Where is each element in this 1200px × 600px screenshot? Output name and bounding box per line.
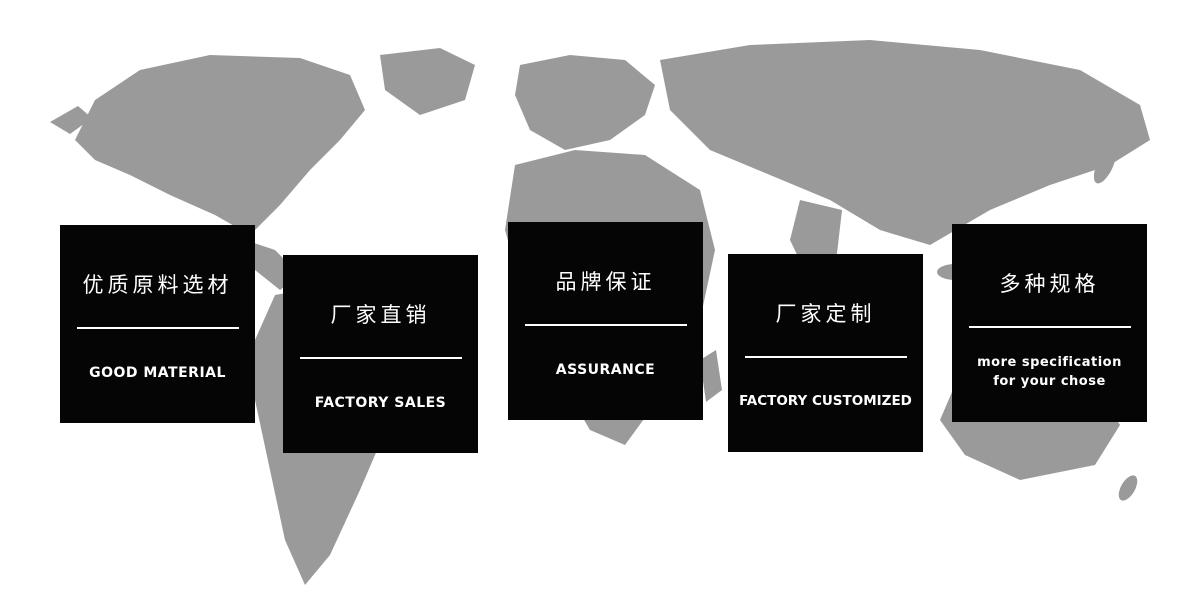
card-divider	[968, 326, 1131, 328]
feature-card-factory-customized: 厂家定制 FACTORY CUSTOMIZED	[728, 254, 923, 452]
card-title-zh: 品牌保证	[555, 270, 656, 294]
card-title-zh: 多种规格	[999, 272, 1100, 296]
card-title-en: GOOD MATERIAL	[89, 365, 226, 381]
feature-card-more-specification: 多种规格 more specification for your chose	[952, 224, 1147, 422]
card-divider	[76, 327, 239, 329]
card-title-zh: 厂家直销	[330, 303, 431, 327]
card-title-en: FACTORY CUSTOMIZED	[739, 393, 912, 409]
card-title-en: FACTORY SALES	[314, 395, 447, 411]
card-divider	[744, 356, 907, 358]
card-divider	[299, 357, 462, 359]
card-title-zh: 厂家定制	[775, 302, 876, 326]
feature-card-good-material: 优质原料选材 GOOD MATERIAL	[60, 225, 255, 423]
feature-card-factory-sales: 厂家直销 FACTORY SALES	[283, 255, 478, 453]
card-title-en: more specification for your chose	[977, 355, 1122, 389]
card-title-en: ASSURANCE	[555, 362, 656, 378]
card-title-zh: 优质原料选材	[82, 273, 233, 297]
card-divider	[524, 324, 687, 326]
feature-card-assurance: 品牌保证 ASSURANCE	[508, 222, 703, 420]
